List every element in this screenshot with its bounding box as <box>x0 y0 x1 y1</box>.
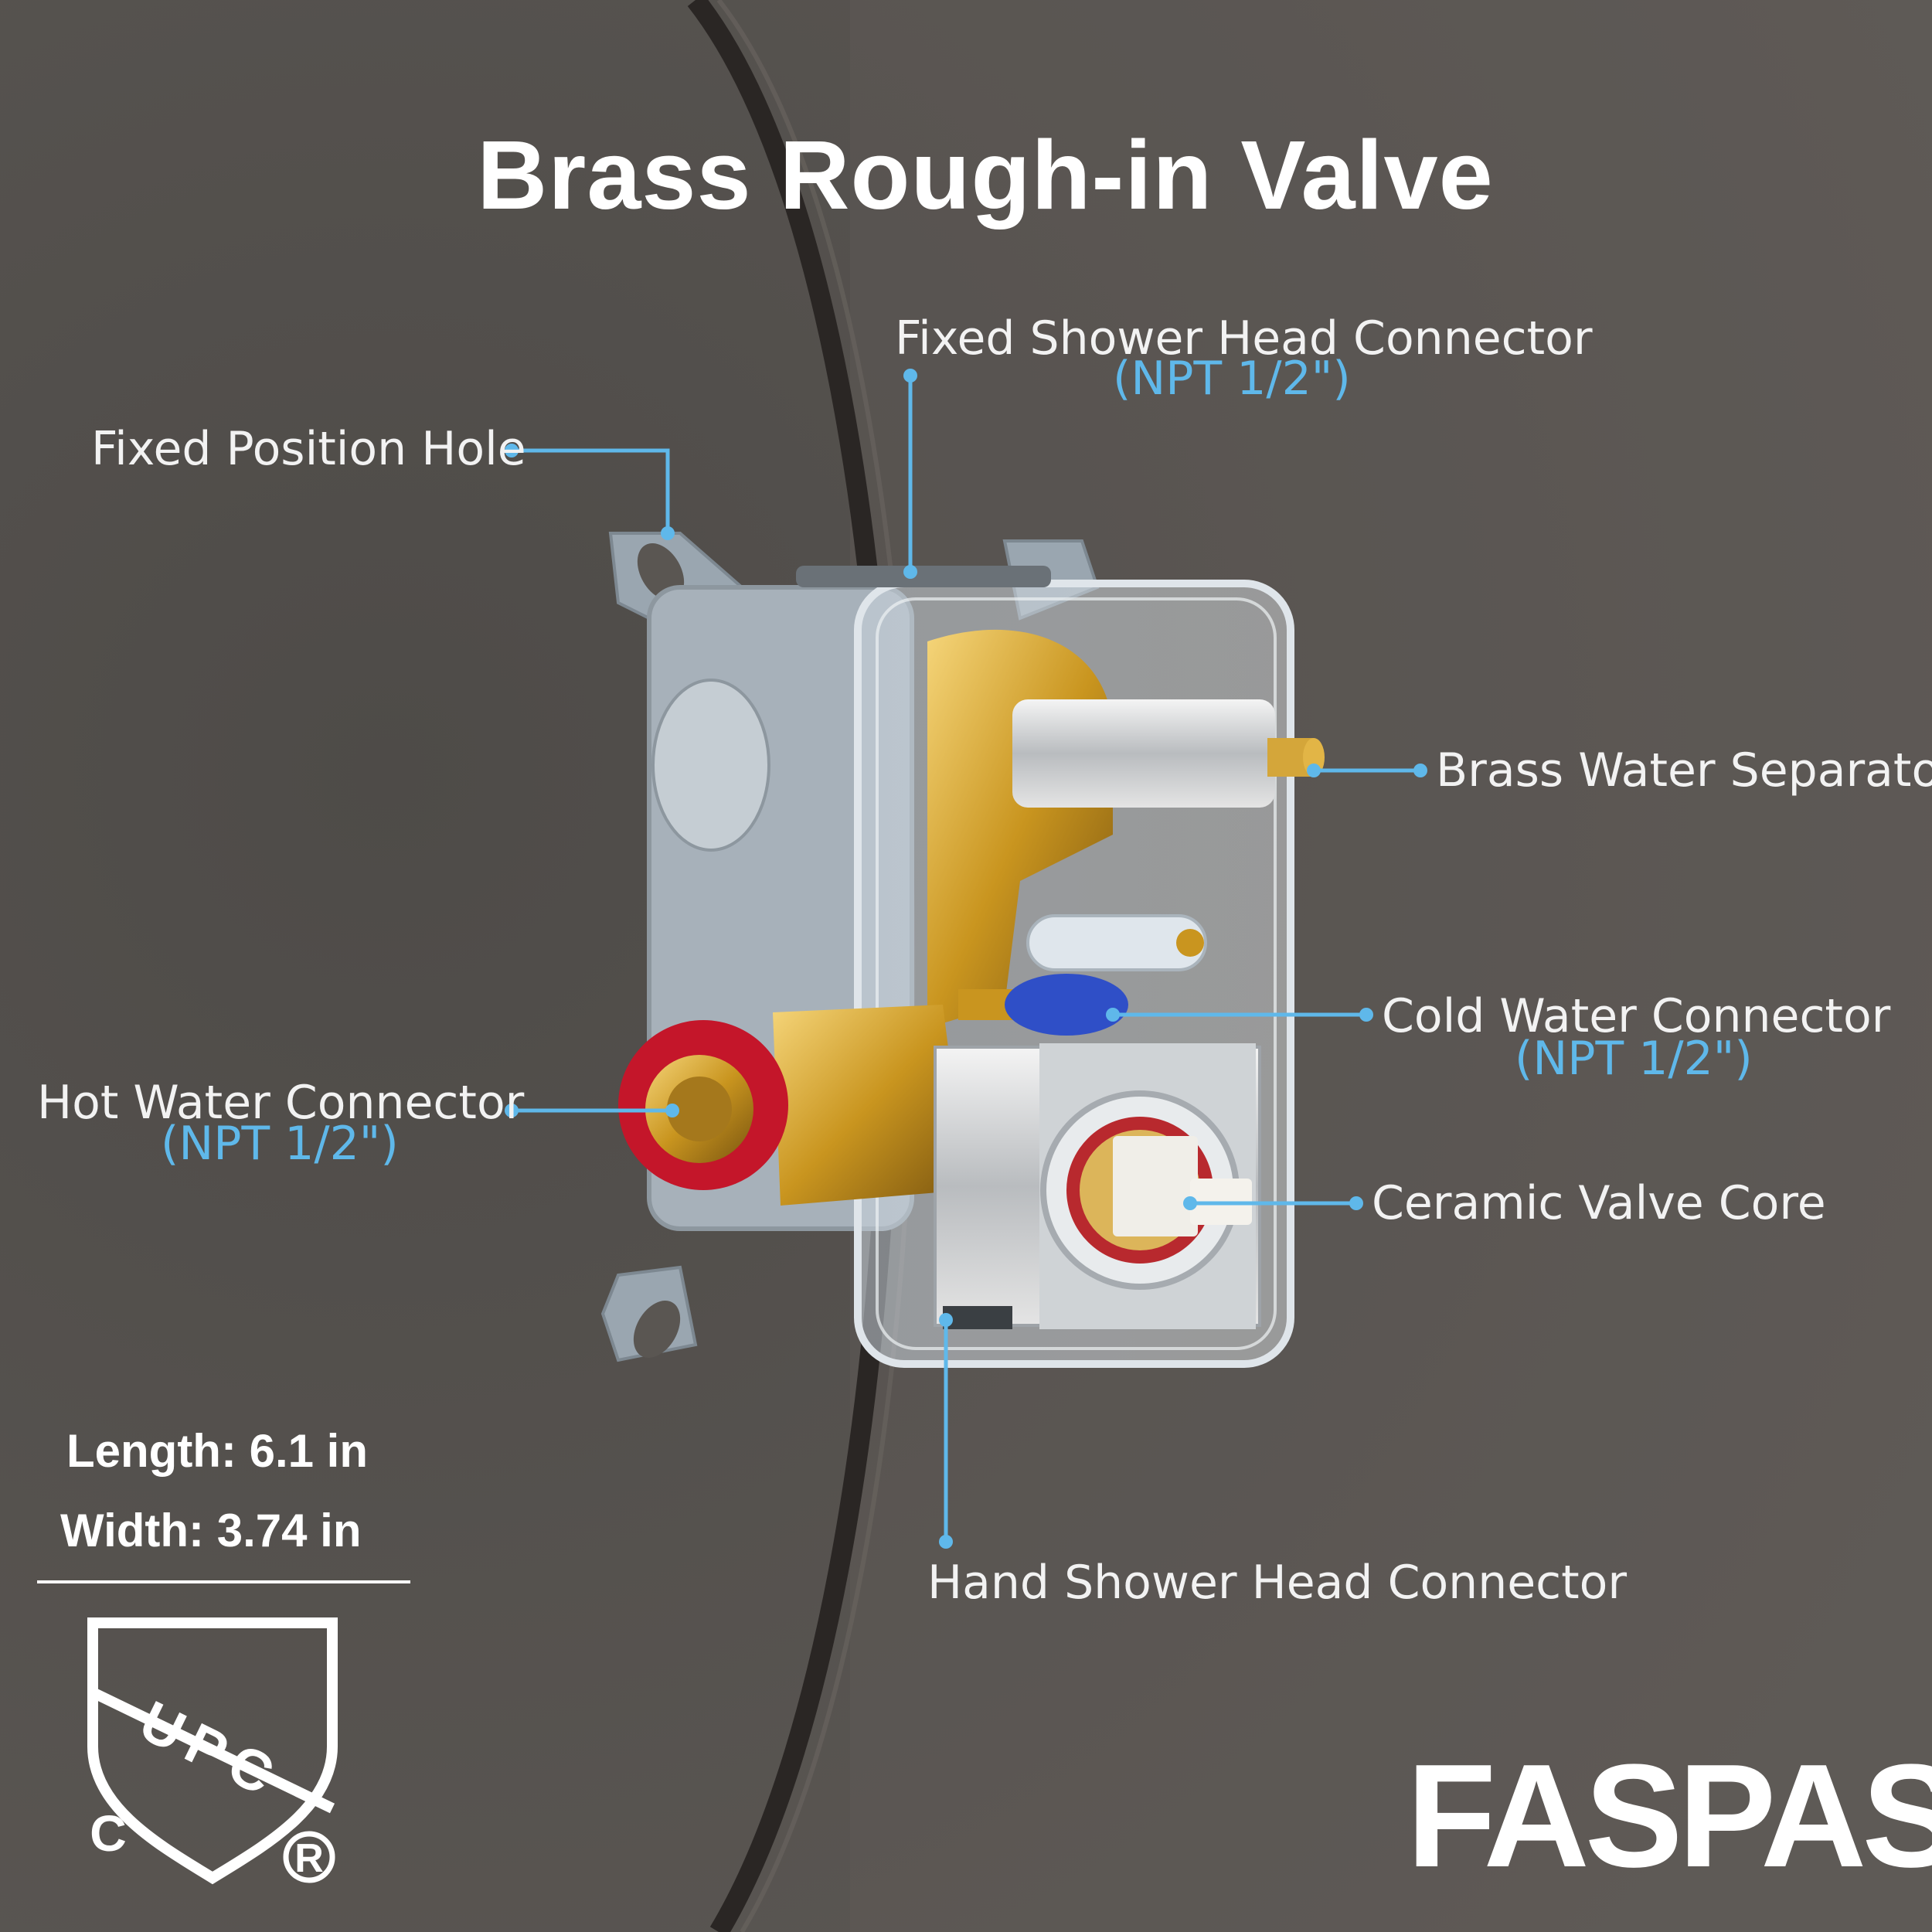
width-spec: Width: 3.74 in <box>60 1505 362 1556</box>
callout-fixed-shower-head-connector: Fixed Shower Head Connector <box>895 311 1593 366</box>
callout-ceramic-valve-core: Ceramic Valve Core <box>1372 1176 1826 1230</box>
upc-certification-badge: UPC C R <box>87 1617 338 1885</box>
brand-logo: FASPAS <box>1406 1734 1932 1898</box>
callout-hot-water-spec: (NPT 1/2") <box>161 1117 399 1171</box>
length-spec: Length: 6.1 in <box>66 1425 368 1477</box>
callout-hot-water-connector: Hot Water Connector <box>37 1076 525 1130</box>
callout-brass-water-separator: Brass Water Separator <box>1436 743 1932 798</box>
c-mark: C <box>90 1804 127 1862</box>
callout-hand-shower-head-connector: Hand Shower Head Connector <box>927 1556 1628 1610</box>
upc-mark: UPC <box>130 1689 291 1811</box>
callout-fixed-shower-head-spec: (NPT 1/2") <box>1113 352 1351 406</box>
callout-fixed-position-hole: Fixed Position Hole <box>91 422 526 476</box>
r-mark: R <box>294 1836 324 1881</box>
callout-cold-water-spec: (NPT 1/2") <box>1515 1032 1753 1086</box>
divider <box>37 1580 410 1583</box>
page-title: Brass Rough-in Valve <box>477 121 1494 230</box>
callout-cold-water-connector: Cold Water Connector <box>1382 989 1891 1043</box>
